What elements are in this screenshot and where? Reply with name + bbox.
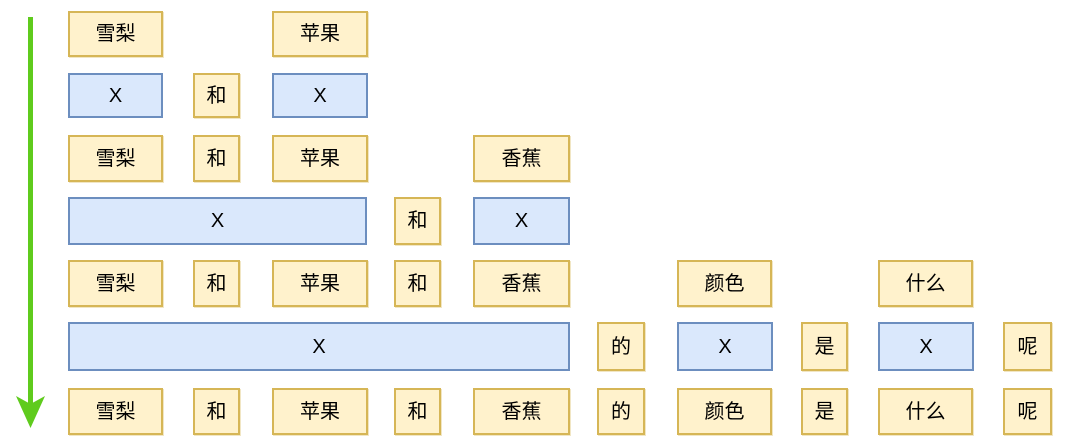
term-box: 香蕉 — [473, 388, 570, 435]
term-box: 和 — [193, 73, 240, 118]
slot-box: X — [272, 73, 368, 118]
term-box: 和 — [193, 388, 240, 435]
term-box: 和 — [394, 197, 441, 245]
term-box: 苹果 — [272, 388, 368, 435]
term-box: 颜色 — [677, 260, 772, 307]
term-box: 什么 — [878, 260, 973, 307]
term-box: 的 — [597, 388, 645, 435]
term-box: 香蕉 — [473, 260, 570, 307]
slot-box: X — [473, 197, 570, 245]
down-arrow-icon — [16, 17, 45, 428]
slot-box: X — [677, 322, 773, 371]
term-box: 颜色 — [677, 388, 772, 435]
term-box: 什么 — [878, 388, 973, 435]
term-box: 和 — [193, 260, 240, 307]
term-box: 和 — [394, 260, 441, 307]
term-box: 香蕉 — [473, 135, 570, 182]
term-box: 呢 — [1003, 388, 1052, 435]
term-box: 苹果 — [272, 135, 368, 182]
term-box: 雪梨 — [68, 388, 163, 435]
term-box: 是 — [801, 388, 848, 435]
term-box: 和 — [394, 388, 441, 435]
term-box: 雪梨 — [68, 11, 163, 57]
slot-box: X — [68, 322, 570, 371]
term-box: 是 — [801, 322, 848, 371]
term-box: 和 — [193, 135, 240, 182]
slot-box: X — [68, 197, 367, 245]
term-box: 雪梨 — [68, 260, 163, 307]
term-box: 呢 — [1003, 322, 1052, 371]
slot-box: X — [68, 73, 163, 118]
term-box: 的 — [597, 322, 645, 371]
term-box: 苹果 — [272, 260, 368, 307]
slot-box: X — [878, 322, 974, 371]
term-box: 苹果 — [272, 11, 368, 57]
term-box: 雪梨 — [68, 135, 163, 182]
